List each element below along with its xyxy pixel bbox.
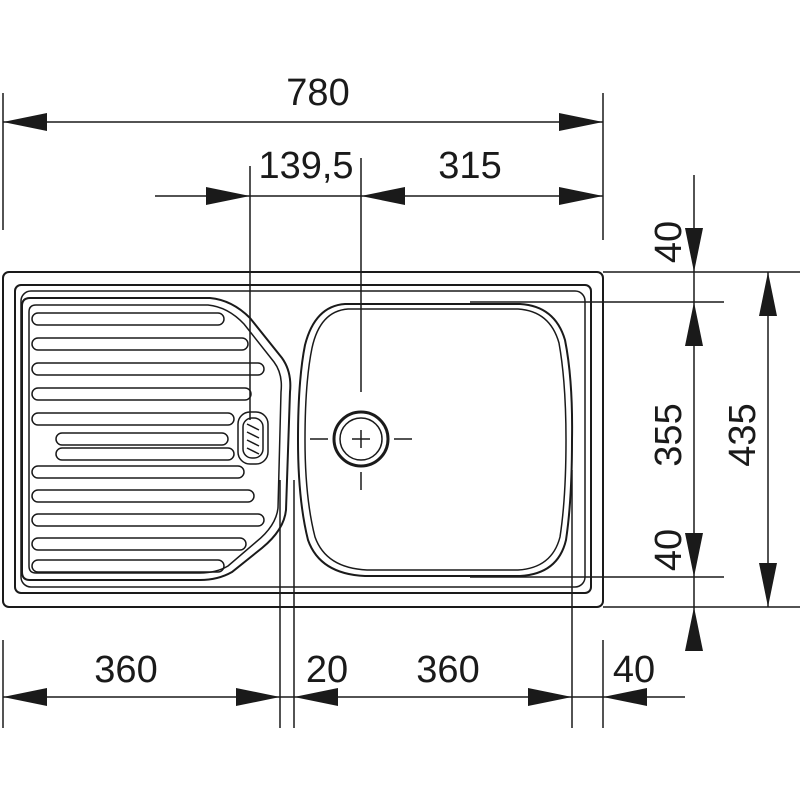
arrow [294,688,338,706]
groove [31,337,249,351]
arrow [685,228,703,272]
drainer-outline-inner [28,304,283,574]
dim-left-offset: 139,5 [258,145,353,187]
drainer-grooves [31,312,265,573]
groove [31,312,225,326]
dimension-lines: 780 139,5 315 360 20 360 40 [2,72,800,728]
dim-bowl-depth: 355 [648,403,690,466]
arrow [206,187,250,205]
arrow [603,688,647,706]
arrow [685,607,703,651]
sink-body [2,271,604,608]
sink-inner-rim-2 [20,290,586,588]
drainer-board [21,297,292,581]
arrow [759,272,777,316]
arrow [759,563,777,607]
overflow-slot-icon [237,411,269,465]
groove [31,537,247,551]
arrow-left [3,113,47,131]
dim-right-rim: 40 [613,649,655,691]
groove [31,489,255,503]
sink-bowl [296,303,574,577]
arrow [3,688,47,706]
arrow [685,533,703,577]
groove [55,447,235,461]
arrow-right [559,113,603,131]
arrow [685,302,703,346]
groove [31,362,265,376]
groove [55,432,229,446]
bowl-outline [296,303,574,577]
bowl-outline-inner [304,308,567,571]
arrow [528,688,572,706]
dim-overall-depth: 435 [722,403,764,466]
sink-inner-rim [14,284,592,594]
groove [31,513,265,527]
dim-right-offset: 315 [438,145,501,187]
arrow [236,688,280,706]
groove [31,465,245,479]
arrow [559,187,603,205]
dim-top-rim: 40 [648,221,690,263]
groove [31,559,225,573]
dim-bottom-rim: 40 [648,529,690,571]
dim-overall-width: 780 [286,72,349,114]
dim-drainer-width: 360 [94,649,157,691]
dim-bowl-width: 360 [416,649,479,691]
groove [31,412,235,426]
drain-icon [310,410,412,490]
groove [31,387,252,401]
dim-gap: 20 [306,649,348,691]
arrow [361,187,405,205]
sink-outer-frame [2,271,604,608]
